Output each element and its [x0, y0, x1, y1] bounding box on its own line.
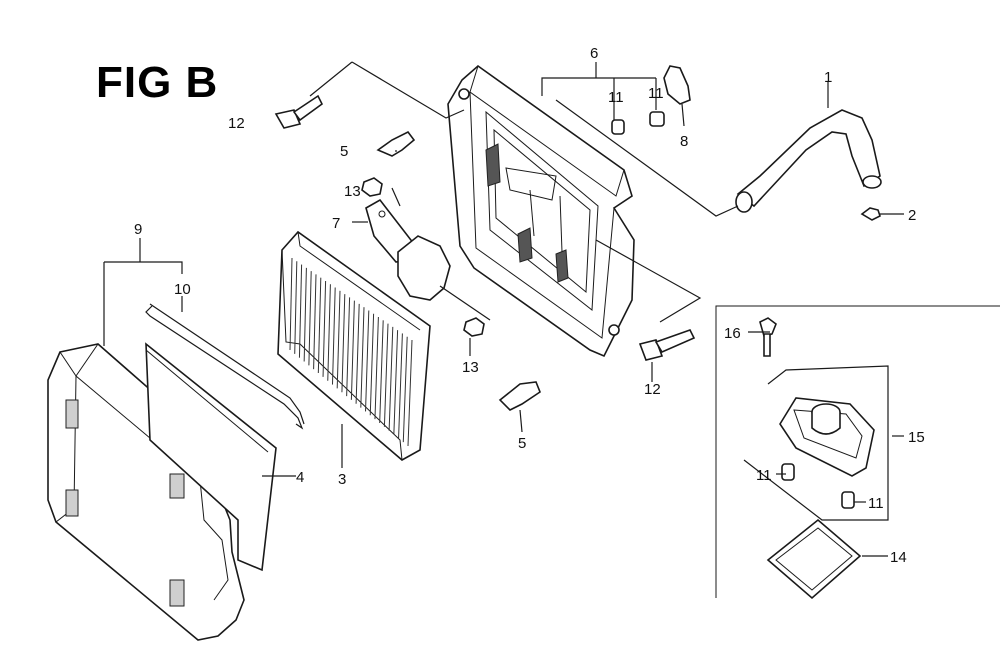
filter-pleat [289, 257, 293, 351]
callout-13-upper: 13 [344, 183, 361, 200]
callout-13-lower: 13 [462, 359, 479, 376]
filter-pleat [383, 323, 389, 427]
filter-pleat [365, 310, 370, 412]
filter-pleat [355, 303, 360, 404]
breather-gasket [766, 518, 862, 600]
nut-lower [463, 317, 485, 337]
filter-pleat [346, 297, 351, 397]
callout-11-d: 11 [868, 495, 884, 512]
seal-wire [145, 303, 305, 430]
filter-pleat [317, 277, 322, 374]
filter-pleat [369, 313, 375, 416]
figure-title: FIG B [96, 58, 219, 107]
callout-2: 2 [908, 207, 916, 224]
filter-pleat [360, 307, 365, 408]
filter-pleat [308, 271, 312, 366]
filter-pleat [303, 267, 307, 362]
filter-pleat [393, 330, 399, 435]
filter-pleat [379, 320, 384, 423]
foam-pre-filter [145, 342, 277, 572]
filter-pleat [388, 326, 394, 431]
collar-upper-right [649, 111, 665, 127]
paper-filter-element [277, 230, 431, 461]
callout-8: 8 [680, 133, 688, 150]
breather-bolt [759, 317, 777, 357]
bolt-upper [274, 94, 324, 129]
callout-labels: 1 2 3 4 5 5 6 7 8 9 10 11 11 11 11 12 12… [134, 45, 925, 566]
clamp-lower [498, 381, 541, 411]
callout-11-a: 11 [608, 89, 624, 106]
nut-upper [361, 177, 383, 197]
callout-16: 16 [724, 325, 741, 342]
filter-pleat [331, 287, 336, 385]
collar-upper-left [611, 119, 625, 135]
filter-pleat [327, 284, 331, 381]
callout-11-c: 11 [756, 467, 772, 484]
callout-14: 14 [890, 549, 907, 566]
filter-pleat [341, 294, 346, 393]
filter-pleat [322, 280, 327, 377]
clamp-upper [376, 130, 416, 157]
callout-5-upper: 5 [340, 143, 348, 160]
bolt-lower [638, 329, 696, 361]
inset-border [715, 305, 1000, 598]
callout-1: 1 [824, 69, 832, 86]
filter-pleat [350, 300, 355, 400]
filter-pleat [298, 264, 303, 358]
breather-cover [779, 397, 875, 477]
filter-pleat [374, 317, 379, 420]
callout-3: 3 [338, 471, 346, 488]
callout-9: 9 [134, 221, 142, 238]
filter-pleat [407, 339, 413, 447]
callout-10: 10 [174, 281, 191, 298]
callout-15: 15 [908, 429, 925, 446]
callout-4: 4 [296, 469, 304, 486]
mounting-bracket [365, 198, 451, 301]
o-ring [663, 65, 691, 105]
leader-lines [103, 61, 904, 557]
filter-pleat [294, 261, 298, 354]
callout-6: 6 [590, 45, 598, 62]
callout-11-b: 11 [648, 85, 664, 102]
callout-12-upper: 12 [228, 115, 245, 132]
callout-7: 7 [332, 215, 340, 232]
filter-pleat [398, 333, 403, 439]
collar-inset-left [781, 463, 795, 481]
filter-pleat [313, 274, 317, 370]
air-cleaner-case [447, 64, 635, 358]
filter-pleat [402, 336, 408, 443]
callout-12-lower: 12 [644, 381, 661, 398]
breather-hose [735, 109, 882, 213]
hose-clip [860, 207, 881, 221]
collar-inset-right [841, 491, 855, 509]
callout-5-lower: 5 [518, 435, 526, 452]
filter-pleat [336, 290, 341, 389]
